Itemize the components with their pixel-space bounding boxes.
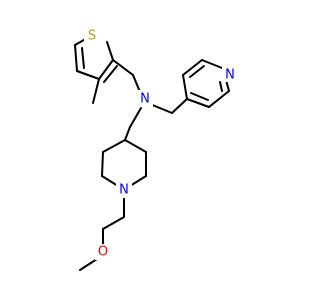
- pyridine-ring: [182, 59, 230, 108]
- pyridine-nitrogen-label: N: [225, 68, 235, 83]
- molecule-structure: S N N N O: [74, 28, 235, 271]
- amine-nitrogen-label: N: [140, 92, 150, 107]
- sulfur-atom-label: S: [88, 29, 96, 44]
- thienylmethyl-n-bond: [132, 74, 141, 93]
- pyridylmethyl-bond: [171, 98, 188, 114]
- piperidine-ring: [101, 139, 147, 187]
- thiophene-ring: [74, 35, 118, 83]
- n-ch2-bond: [129, 107, 142, 128]
- ch2-piperidine-bond: [124, 126, 131, 141]
- piperidine-nitrogen-label: N: [119, 183, 129, 198]
- n-pyridylmethyl-bond: [149, 103, 173, 114]
- methoxyethyl-chain: [79, 195, 125, 271]
- ether-oxygen-label: O: [98, 245, 108, 260]
- thienylmethyl-bond: [112, 59, 134, 76]
- methyl-bond: [92, 78, 100, 104]
